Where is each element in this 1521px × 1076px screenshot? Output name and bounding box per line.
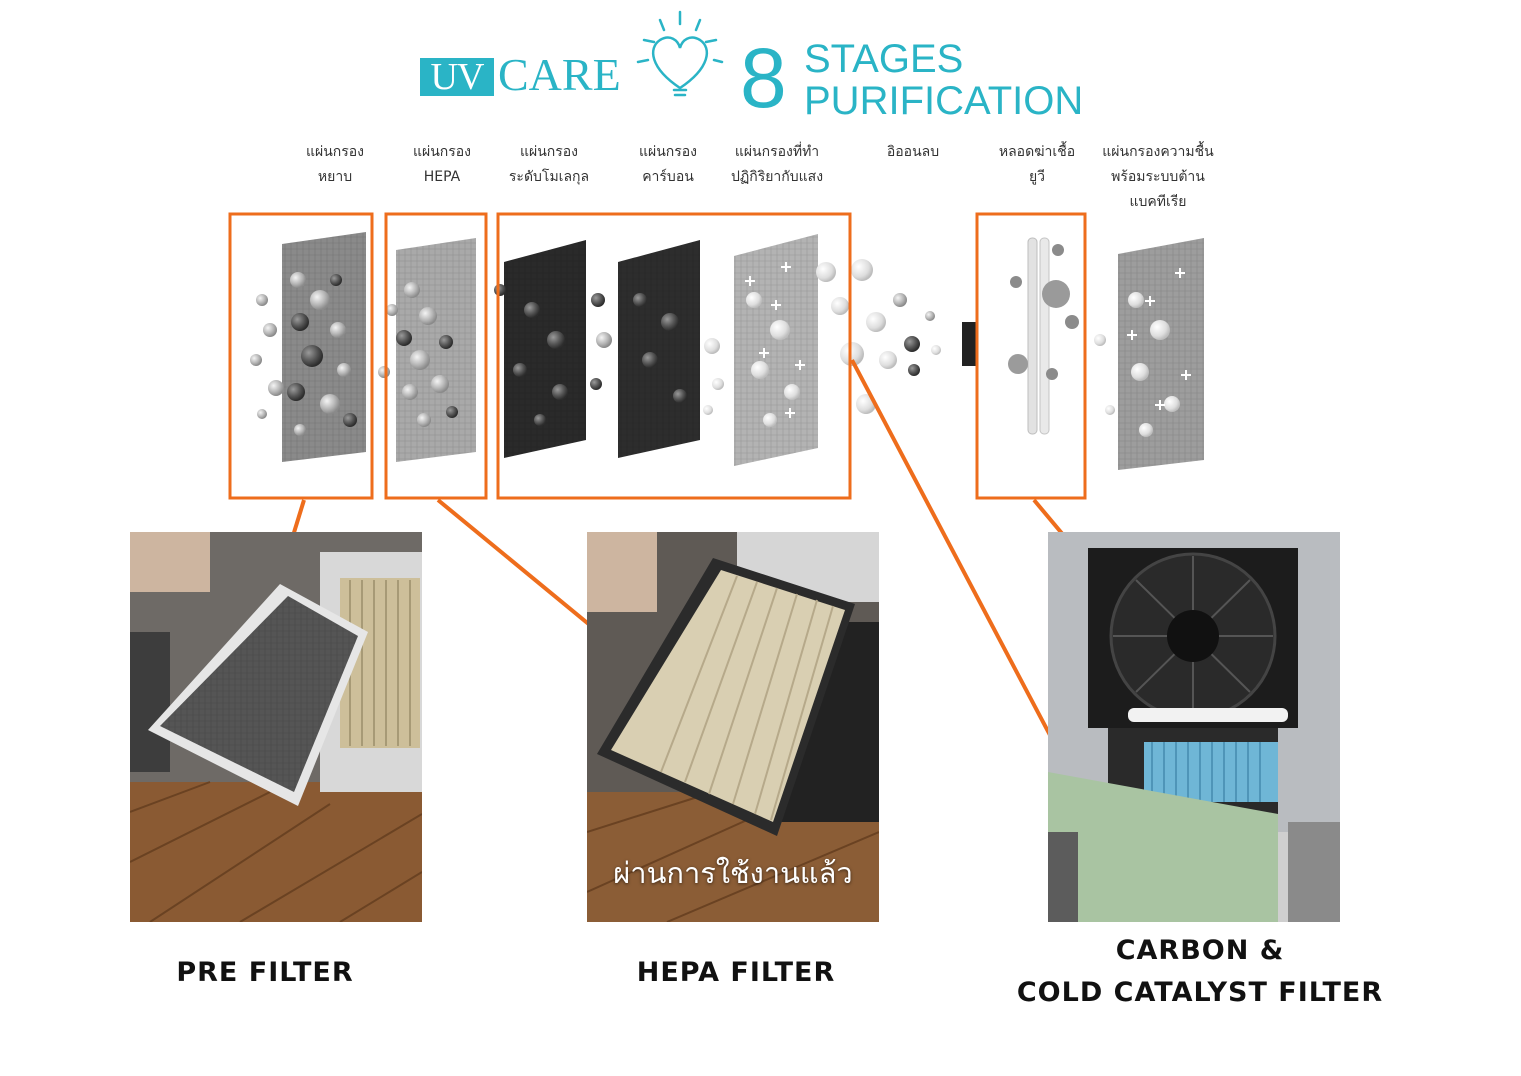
panel-pre-filter	[282, 232, 366, 462]
stage-count: 8	[740, 31, 787, 125]
stage-label-5: แผ่นกรองที่ทำปฏิกิริยากับแสง	[730, 144, 824, 185]
caption-carbon-filter: CARBON & COLD CATALYST FILTER	[1016, 935, 1384, 1008]
caption-pre-filter: PRE FILTER	[176, 957, 354, 988]
brand-care-text: CARE	[498, 49, 621, 100]
uv-lamp	[962, 237, 1050, 435]
caption-hepa-filter: HEPA FILTER	[636, 957, 836, 988]
stage-label-4: แผ่นกรองคาร์บอน	[638, 144, 698, 185]
brand-uv-box: UV	[420, 58, 494, 96]
hepa-filter-photo: ผ่านการใช้งานแล้ว	[587, 532, 879, 922]
particles	[250, 244, 1180, 437]
hepa-used-overlay: ผ่านการใช้งานแล้ว	[613, 856, 853, 890]
sparkles	[745, 262, 1191, 418]
highlight-boxes	[228, 212, 1087, 500]
stage-label-1: แผ่นกรองหยาบ	[305, 144, 365, 185]
stage-title-line2: PURIFICATION	[804, 79, 1084, 123]
panel-humidity	[1118, 238, 1204, 470]
panel-carbon	[618, 240, 700, 458]
stage-label-8: แผ่นกรองความชื้นพร้อมระบบต้านแบคทีเรีย	[1102, 144, 1214, 210]
panel-photocatalyst	[734, 234, 818, 466]
carbon-filter-photo	[1048, 532, 1340, 922]
stage-label-6: อิออนลบ	[886, 144, 940, 160]
panel-hepa	[396, 238, 476, 462]
panel-molecular	[504, 240, 586, 458]
stage-label-7: หลอดฆ่าเชื้อยูวี	[998, 144, 1076, 185]
heart-bulb-icon	[636, 10, 724, 97]
stage-label-3: แผ่นกรองระดับโมเลกุล	[508, 144, 590, 185]
stage-title-line1: STAGES	[804, 37, 964, 81]
pre-filter-photo	[130, 532, 422, 922]
